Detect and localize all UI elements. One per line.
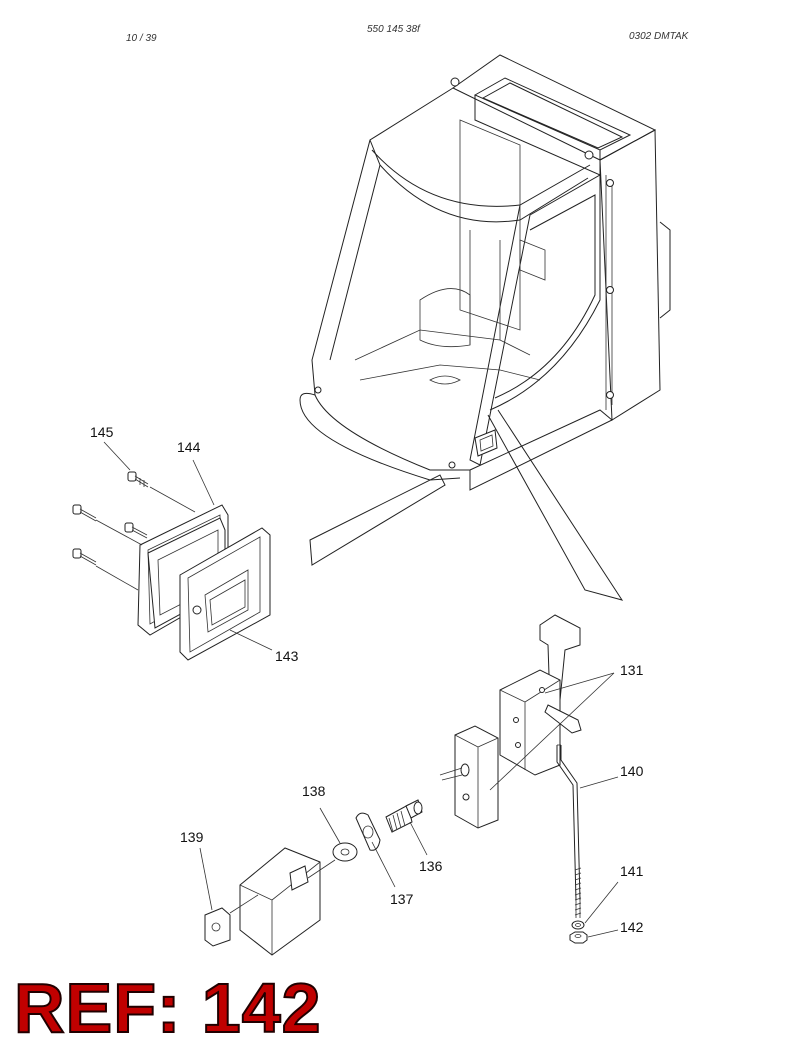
document-code: 550 145 38f [367, 24, 420, 35]
screw-145-top [127, 471, 149, 488]
cam-137 [355, 812, 381, 851]
screw-left-1 [72, 504, 97, 522]
callout-140: 140 [620, 763, 644, 779]
handle-plate-143 [179, 527, 271, 661]
lock-cylinder-136 [385, 804, 413, 833]
callout-138: 138 [302, 783, 326, 799]
callout-131: 131 [620, 662, 644, 678]
page-number: 10 / 39 [126, 33, 157, 44]
lock-assembly [199, 799, 428, 956]
callout-137: 137 [390, 891, 414, 907]
square-nut-139 [204, 907, 231, 947]
screw-left-2 [124, 522, 148, 539]
callout-139: 139 [180, 829, 204, 845]
cab-assembly [299, 54, 671, 491]
projection-wedge-right [487, 409, 624, 601]
callout-145: 145 [90, 424, 114, 440]
washer-138 [332, 842, 358, 862]
callout-142: 142 [620, 919, 644, 935]
screw-left-3 [72, 548, 97, 566]
washer-141 [571, 920, 585, 930]
callout-143: 143 [275, 648, 299, 664]
callout-136: 136 [419, 858, 443, 874]
rod-140 [556, 745, 577, 901]
projection-wedge-left [309, 474, 446, 566]
callout-141: 141 [620, 863, 644, 879]
date-code: 0302 DMTAK [629, 31, 689, 42]
reference-banner: REF: 142 [13, 968, 322, 1048]
door-handle-assembly [72, 441, 273, 661]
mounting-panel [239, 847, 321, 956]
latch-block [454, 725, 499, 829]
callout-144: 144 [177, 439, 201, 455]
latch-assembly [439, 614, 619, 944]
